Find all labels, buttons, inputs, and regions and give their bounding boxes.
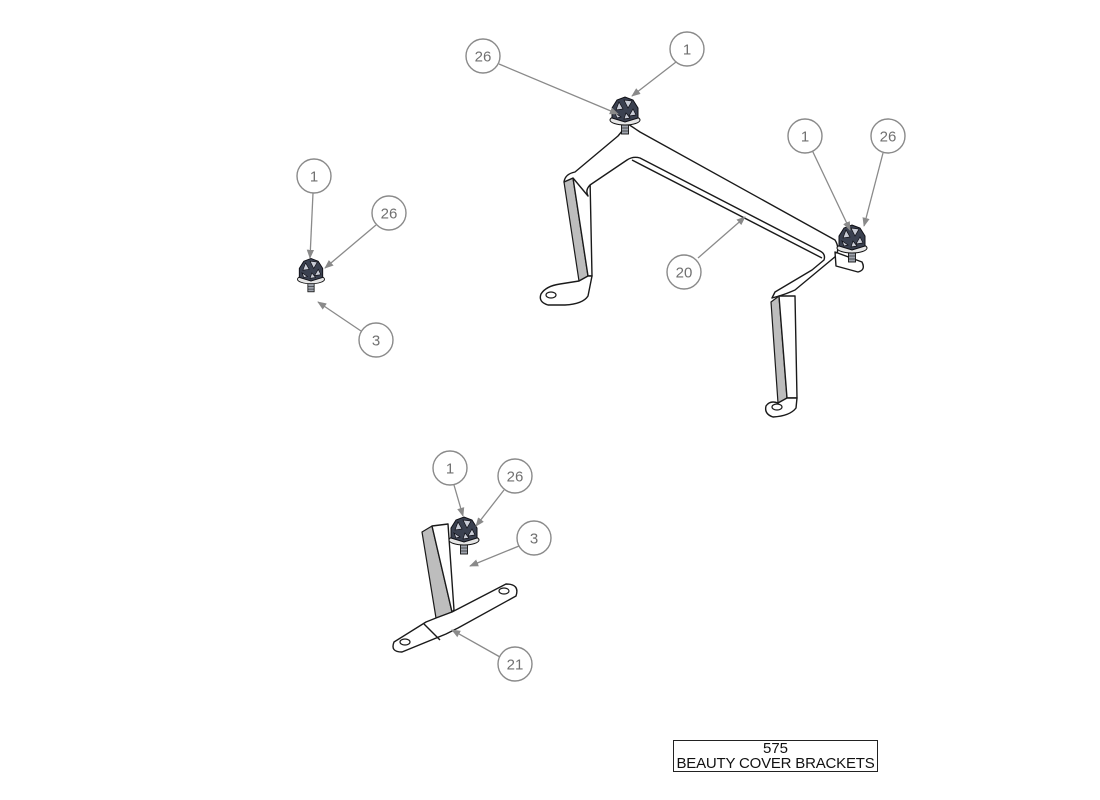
balloon-label: 21: [507, 657, 524, 674]
balloon-label: 1: [683, 42, 691, 59]
balloon-26-right: 26: [870, 118, 906, 154]
drawing-title: BEAUTY COVER BRACKETS: [676, 755, 875, 772]
balloon-label: 1: [446, 461, 454, 478]
fastener-left: [297, 258, 325, 293]
title-block: 575 BEAUTY COVER BRACKETS: [673, 740, 878, 772]
leader-lines: [306, 61, 884, 658]
balloon-label: 26: [381, 206, 398, 223]
balloon-label: 26: [507, 469, 524, 486]
balloon-20: 20: [666, 254, 702, 290]
balloon-label: 1: [310, 169, 318, 186]
balloon-1-right: 1: [787, 118, 823, 154]
balloon-26-bottom: 26: [497, 458, 533, 494]
balloon-label: 20: [676, 265, 693, 282]
balloon-21: 21: [497, 646, 533, 682]
balloon-label: 3: [530, 531, 538, 548]
balloon-1-bottom: 1: [432, 450, 468, 486]
balloon-26-left: 26: [371, 195, 407, 231]
bracket-20: [539, 123, 865, 418]
balloon-1-left: 1: [296, 158, 332, 194]
balloon-1-top: 1: [669, 31, 705, 67]
bracket-21: [392, 523, 518, 653]
balloon-label: 3: [372, 333, 380, 350]
fastener-bottom: [448, 516, 480, 555]
balloon-26-top: 26: [465, 38, 501, 74]
balloon-label: 26: [880, 129, 897, 146]
balloon-3-left: 3: [358, 322, 394, 358]
balloon-label: 26: [475, 49, 492, 66]
balloon-label: 1: [801, 129, 809, 146]
balloon-3-bottom: 3: [516, 520, 552, 556]
drawing-number: 575: [762, 740, 789, 757]
